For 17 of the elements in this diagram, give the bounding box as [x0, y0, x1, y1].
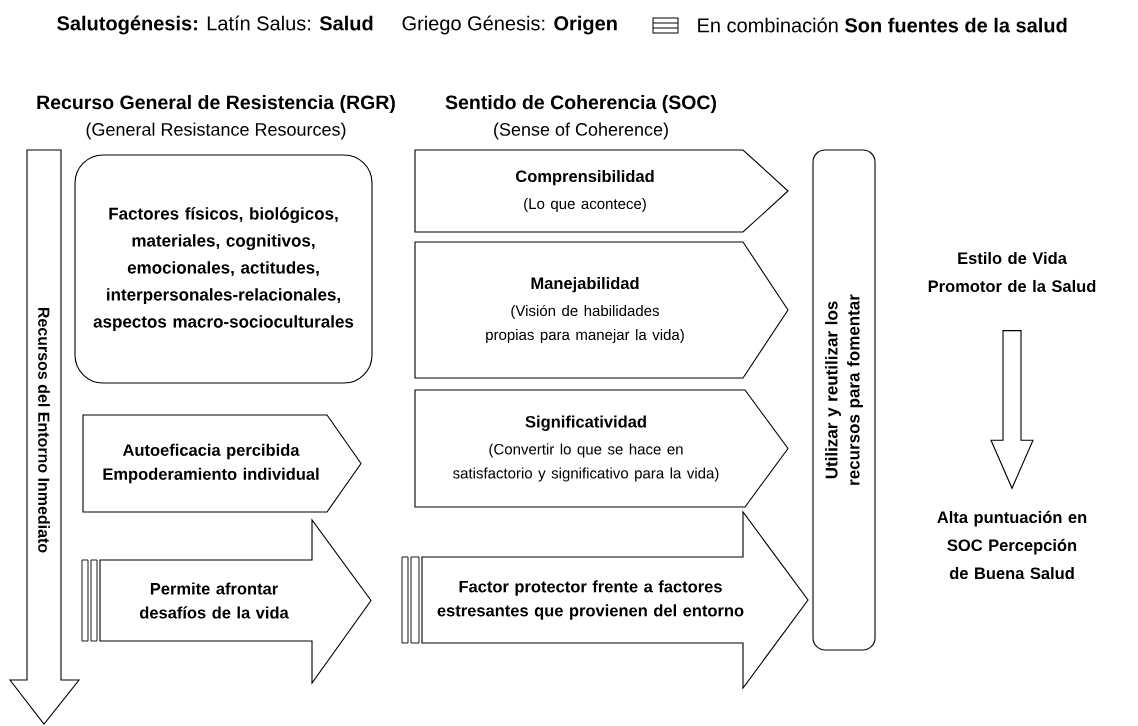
pointed-box: Comprensibilidad (Lo que acontece) [414, 149, 789, 233]
column-subheading: (General Resistance Resources) [86, 122, 346, 140]
title-text: En combinación Son fuentes de la salud [698, 17, 1067, 33]
pointed-box: Significatividad (Convertir lo que se hace en satisfactorio y significativo para la vida) [414, 389, 789, 508]
wide-pointed-box: Permite afrontar desafíos de la vida [81, 518, 372, 685]
wide-pointed-box: Factor protector frente a factores estresantes que provienen del entorno [401, 510, 809, 690]
pointed-box: Manejabilidad (Visión de habilidades propias para manejar la vida) [414, 241, 789, 379]
column-heading: Sentido de Coherencia (SOC) [445, 94, 716, 114]
bold-text: Alta puntuación en SOC Percepción de Buena Salud [937, 510, 1087, 580]
title-text: Salutogénesis: Latín Salus: Salud [57, 15, 373, 35]
block-arrow [990, 330, 1034, 490]
rounded-box: Utilizar y reutilizar los recursos para fomentar [812, 149, 876, 651]
pointed-box: Autoeficacia percibida Empoderamiento individual [82, 414, 362, 513]
rounded-box: Factores físicos, biológicos, materiales, cognitivos, emocionales, actitudes, interpersonales-relacionales, aspectos macro-socioculturales [74, 154, 373, 384]
column-heading: Recurso General de Resistencia (RGR) [37, 94, 395, 114]
title-text: Griego Génesis: Origen [402, 15, 617, 35]
bold-text: Estilo de Vida Promotor de la Salud [928, 251, 1096, 293]
